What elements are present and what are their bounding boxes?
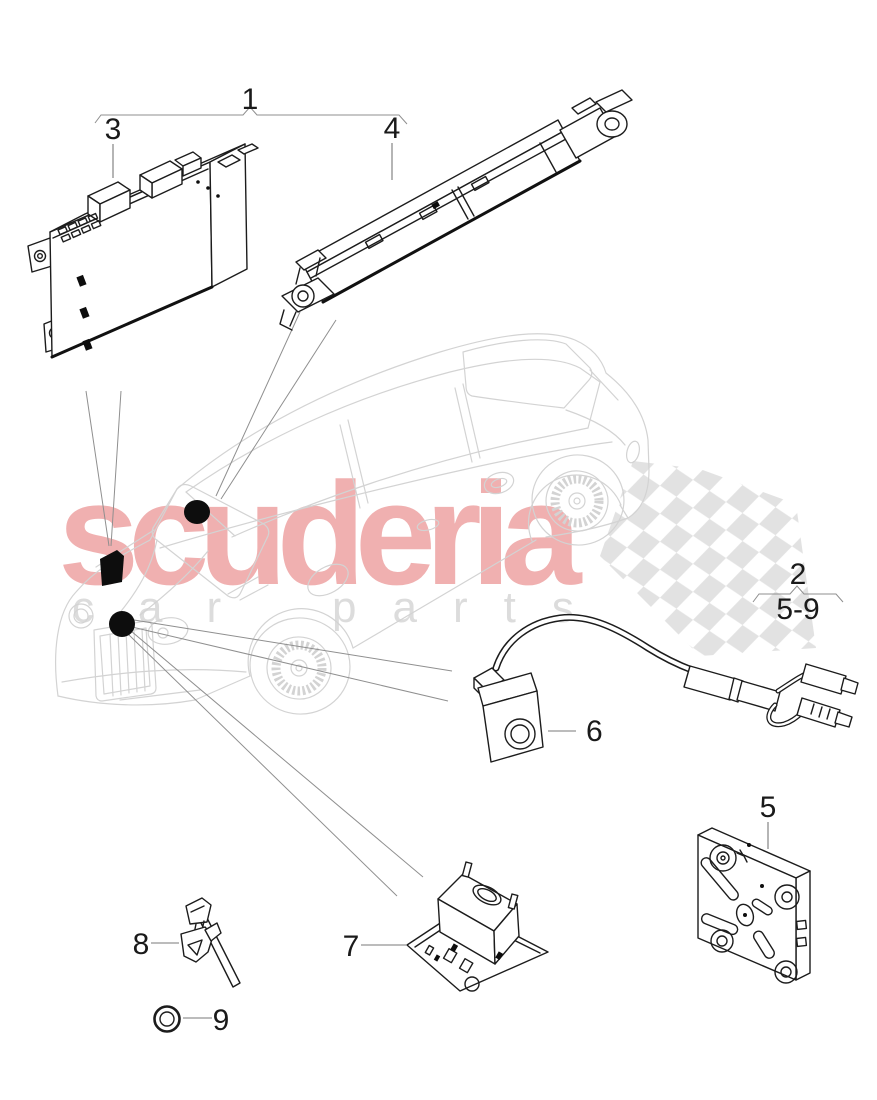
- callout-3: 3: [105, 113, 122, 146]
- callout-4: 4: [384, 112, 401, 145]
- part-6-camera-cable: [473, 613, 859, 763]
- callout-1: 1: [242, 83, 259, 116]
- hood-marker-square: [100, 550, 124, 586]
- callout-7: 7: [343, 930, 360, 963]
- part-4-amplifier-unit: [279, 89, 633, 331]
- front-wheel: [249, 617, 351, 715]
- location-markers: [100, 500, 210, 637]
- callout-2: 2: [790, 558, 807, 591]
- windshield-marker-dot: [184, 500, 210, 524]
- callout-2-range: 5-9: [776, 593, 819, 626]
- watermark-word-parts: parts: [332, 583, 610, 632]
- watermark-word-car: car: [72, 583, 265, 632]
- part-7-sensor-module: [406, 861, 549, 992]
- callout-9: 9: [213, 1004, 230, 1037]
- callout-labels: 1 3 4 2 5-9 5 6 7 8 9: [105, 83, 820, 1037]
- callout-5: 5: [760, 791, 777, 824]
- callout-6: 6: [586, 715, 603, 748]
- leader-lines: [85, 311, 453, 897]
- car-sketch: [55, 333, 650, 715]
- bumper-marker-dot: [109, 611, 135, 637]
- callout-8: 8: [133, 928, 150, 961]
- part-9-oring: [153, 1005, 181, 1033]
- part-3-control-unit: [27, 143, 259, 359]
- checkered-flag-watermark: [600, 461, 816, 656]
- part-5-control-module: [697, 827, 811, 984]
- rear-wheel: [531, 454, 625, 546]
- part-8-clip: [180, 897, 241, 988]
- brand-watermark: scuderia car parts: [58, 452, 610, 632]
- callout-lines: [94, 106, 844, 1019]
